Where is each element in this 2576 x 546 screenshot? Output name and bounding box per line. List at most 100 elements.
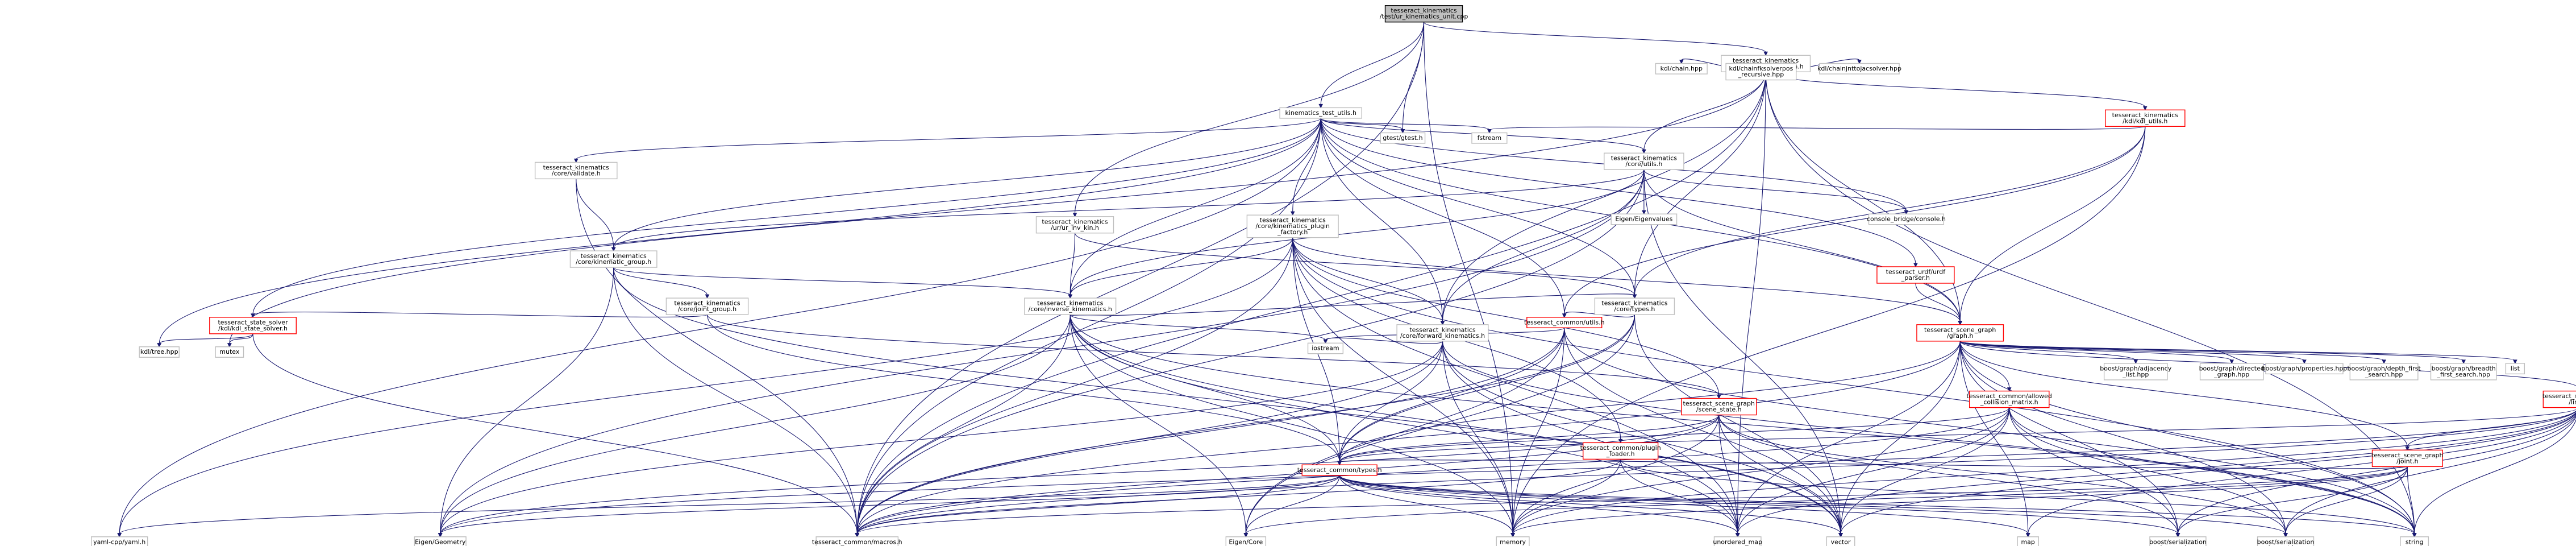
node-mutex[interactable]: mutex xyxy=(215,346,244,358)
node-box xyxy=(1496,536,1530,546)
node-eigen-values[interactable]: Eigen/Eigenvalues xyxy=(1610,213,1678,225)
node-fstream[interactable]: fstream xyxy=(1471,132,1508,144)
node-core-types[interactable]: tesseract_kinematics/core/types.h xyxy=(1594,297,1675,315)
node-unordered-map[interactable]: unordered_map xyxy=(1713,536,1762,546)
node-label: kdl/chainfksolverpos xyxy=(1729,65,1793,72)
node-box xyxy=(1594,297,1675,315)
edge-common-types-to-eigen-geometry xyxy=(438,475,1340,537)
node-label: /kdl/kdl_utils.h xyxy=(2123,117,2167,125)
node-bg-adj[interactable]: boost/graph/adjacency_list.hpp xyxy=(2100,363,2172,380)
edge-kin-group-to-joint-group xyxy=(613,267,710,299)
node-joint[interactable]: tesseract_scene_graph/joint.h xyxy=(2371,449,2444,468)
node-eigen-geometry[interactable]: Eigen/Geometry xyxy=(414,536,467,546)
node-box xyxy=(2542,390,2576,408)
node-label: _first_search.hpp xyxy=(2436,371,2490,378)
node-common-utils[interactable]: tesseract_common/utils.h xyxy=(1524,317,1605,329)
node-common-types[interactable]: tesseract_common/types.h xyxy=(1297,464,1382,476)
node-bs-export[interactable]: boost/serialization/export.hpp xyxy=(2257,536,2315,546)
edge-inv-kin-to-core-types xyxy=(1069,293,1637,316)
node-ur-inv[interactable]: tesseract_kinematics/ur/ur_inv_kin.h xyxy=(1035,216,1114,234)
node-bg-dir[interactable]: boost/graph/directed_graph.hpp xyxy=(2199,363,2265,380)
edge-validate-to-kin-group xyxy=(576,179,616,252)
node-fwd-kin[interactable]: tesseract_kinematics/core/forward_kinema… xyxy=(1396,324,1489,342)
edge-kdl-fwd-to-fwd-kin xyxy=(1440,72,1766,325)
edge-link-to-bs-export xyxy=(2283,416,2576,537)
node-label: tesseract_scene_graph xyxy=(1924,326,1996,333)
node-eigen-core[interactable]: Eigen/Core xyxy=(1225,536,1267,546)
node-list[interactable]: list xyxy=(2505,363,2525,375)
node-kdl-tree[interactable]: kdl/tree.hpp xyxy=(139,346,180,358)
node-box xyxy=(209,317,297,334)
node-core-utils[interactable]: tesseract_kinematics/core/utils.h xyxy=(1604,152,1684,170)
node-label: /core/types.h xyxy=(1614,305,1655,313)
node-box xyxy=(2371,449,2443,468)
node-label: /core/validate.h xyxy=(552,169,601,177)
node-iostream[interactable]: iostream xyxy=(1307,342,1344,354)
node-vector[interactable]: vector xyxy=(1826,536,1855,546)
node-yaml[interactable]: yaml-cpp/yaml.h xyxy=(91,536,148,546)
node-kin-group[interactable]: tesseract_kinematics/core/kinematic_grou… xyxy=(569,250,657,268)
edge-test-utils-to-yaml xyxy=(117,118,1321,537)
node-label: tesseract_kinematics xyxy=(543,164,609,171)
node-box xyxy=(665,297,749,315)
node-label: tesseract_kinematics xyxy=(1391,7,1456,14)
node-label: /core/inverse_kinematics.h xyxy=(1029,305,1112,313)
node-box xyxy=(2505,363,2525,375)
edge-state-solver-to-kdl-tree xyxy=(157,333,253,348)
node-box xyxy=(1969,390,2050,408)
node-acm[interactable]: tesseract_common/allowed_collision_matri… xyxy=(1967,390,2052,408)
node-scene-graph[interactable]: tesseract_scene_graph/graph.h xyxy=(1916,324,2004,342)
edge-test-utils-to-state-solver xyxy=(251,118,1321,318)
node-scene-state[interactable]: tesseract_scene_graph/scene_state.h xyxy=(1681,398,1757,416)
node-kdl-utils[interactable]: tesseract_kinematics/kdl/kdl_utils.h xyxy=(2104,109,2186,127)
node-map[interactable]: map xyxy=(2017,536,2039,546)
node-box xyxy=(2103,363,2168,380)
node-string[interactable]: string xyxy=(2400,536,2429,546)
node-label: tesseract_common/utils.h xyxy=(1524,318,1605,326)
node-validate[interactable]: tesseract_kinematics/core/validate.h xyxy=(534,162,618,180)
node-kdl-chain[interactable]: kdl/chain.hpp xyxy=(1655,63,1708,75)
node-bg-dfs[interactable]: boost/graph/depth_first_search.hpp xyxy=(2348,363,2421,380)
edge-kdl-fwd-to-mutex xyxy=(227,72,1766,348)
node-state-solver[interactable]: tesseract_state_solver/kdl/kdl_state_sol… xyxy=(209,317,297,334)
node-plugin-factory[interactable]: tesseract_kinematics/core/kinematics_plu… xyxy=(1246,214,1339,238)
node-link[interactable]: tesseract_scene_graph/link.h xyxy=(2542,390,2576,408)
edge-inv-kin-to-eigen-geometry xyxy=(438,315,1071,537)
node-label: list xyxy=(2511,365,2520,372)
node-box xyxy=(1024,297,1117,315)
node-bs-access[interactable]: boost/serialization/access.hpp xyxy=(2149,536,2207,546)
node-label: tesseract_kinematics xyxy=(581,253,647,260)
edge-joint-to-macros xyxy=(855,466,2408,537)
edge-root-to-macros xyxy=(855,22,1425,537)
edge-plugin-factory-to-inv-kin xyxy=(1068,237,1293,299)
node-joint-group[interactable]: tesseract_kinematics/core/joint_group.h xyxy=(665,297,749,315)
edge-link-to-unordered-map xyxy=(1735,412,2576,537)
node-gtest[interactable]: gtest/gtest.h xyxy=(1380,132,1426,144)
node-kdl-fk[interactable]: kdl/chainfksolverpos_recursive.hpp xyxy=(1725,63,1797,81)
node-label: boost/graph/adjacency xyxy=(2100,365,2171,372)
node-console[interactable]: console_bridge/console.h xyxy=(1867,213,1946,225)
node-box xyxy=(1035,216,1114,234)
node-label: /ur/ur_inv_kin.h xyxy=(1051,224,1099,231)
node-plugin-loader[interactable]: tesseract_common/plugin_loader.h xyxy=(1580,442,1661,460)
node-label: fstream xyxy=(1478,134,1501,142)
node-memory[interactable]: memory xyxy=(1496,536,1530,546)
edge-scene-graph-to-list xyxy=(1959,341,2517,365)
node-label: tesseract_kinematics xyxy=(1260,217,1326,224)
node-bg-bfs[interactable]: boost/graph/breadth_first_search.hpp xyxy=(2430,363,2497,380)
edge-scene-graph-to-macros xyxy=(855,341,1961,537)
node-box xyxy=(1471,132,1508,144)
node-box xyxy=(2349,363,2419,380)
node-label: unordered_map xyxy=(1713,538,1762,545)
node-box xyxy=(534,162,618,180)
node-urdf-parser[interactable]: tesseract_urdf/urdf_parser.h xyxy=(1876,266,1955,284)
node-macros[interactable]: tesseract_common/macros.h xyxy=(812,536,902,546)
node-box xyxy=(414,536,467,546)
node-bg-props[interactable]: boost/graph/properties.hpp xyxy=(2262,363,2348,375)
node-box xyxy=(215,346,244,358)
node-test-utils[interactable]: kinematics_test_utils.h xyxy=(1279,107,1363,119)
edge-joint-to-memory xyxy=(1510,466,2408,537)
node-inv-kin[interactable]: tesseract_kinematics/core/inverse_kinema… xyxy=(1024,297,1117,315)
edge-root-to-memory xyxy=(1423,22,1515,537)
node-kdl-jnt[interactable]: kdl/chainjnttojacsolver.hpp xyxy=(1817,63,1901,75)
